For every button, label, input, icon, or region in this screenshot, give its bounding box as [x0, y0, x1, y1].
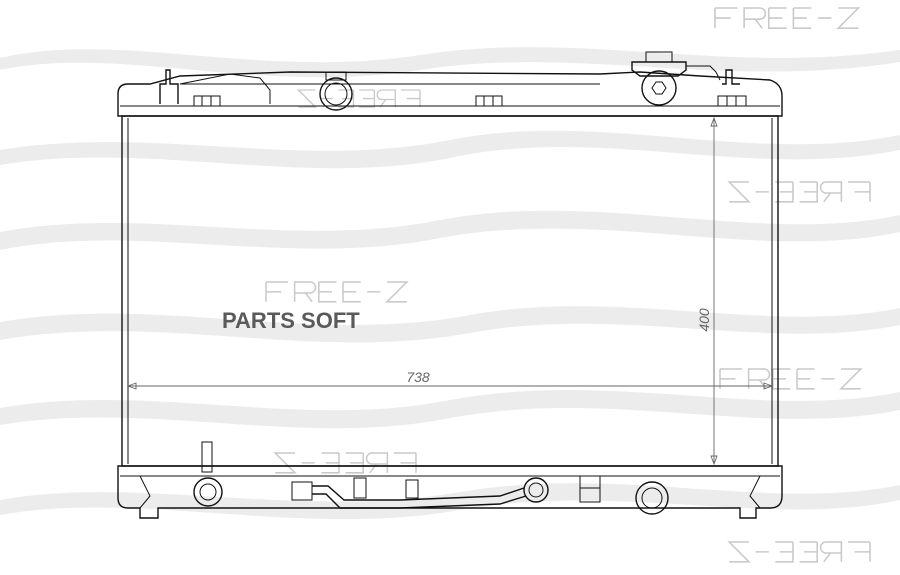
watermark-logo-mirrored	[727, 181, 871, 203]
width-dimension: 738	[126, 369, 774, 390]
bottom-tank	[117, 441, 783, 519]
lower-outlet	[193, 441, 223, 507]
top-tank	[117, 51, 783, 117]
background-waves	[0, 47, 900, 520]
parts-soft-overlay: PARTS SOFT	[222, 308, 360, 333]
filler-cap	[631, 51, 721, 106]
watermark-logo	[265, 281, 409, 303]
tank-clip	[475, 95, 503, 107]
drain-plug	[635, 481, 669, 515]
watermark-logo	[714, 7, 861, 29]
upper-hose-inlet	[319, 71, 353, 111]
height-dimension-label: 400	[696, 308, 712, 332]
tank-clip	[193, 95, 221, 107]
watermark-logo	[719, 368, 863, 390]
tank-clip	[717, 95, 747, 107]
watermark-logo-mirrored	[273, 452, 417, 474]
height-dimension: 400	[696, 116, 718, 466]
width-dimension-label: 738	[406, 369, 430, 385]
brand-watermarks	[265, 7, 871, 563]
watermark-logo-mirrored	[296, 89, 421, 108]
cooler-line	[291, 477, 549, 509]
watermark-logo-mirrored	[727, 541, 871, 563]
bottom-bracket	[579, 475, 601, 503]
